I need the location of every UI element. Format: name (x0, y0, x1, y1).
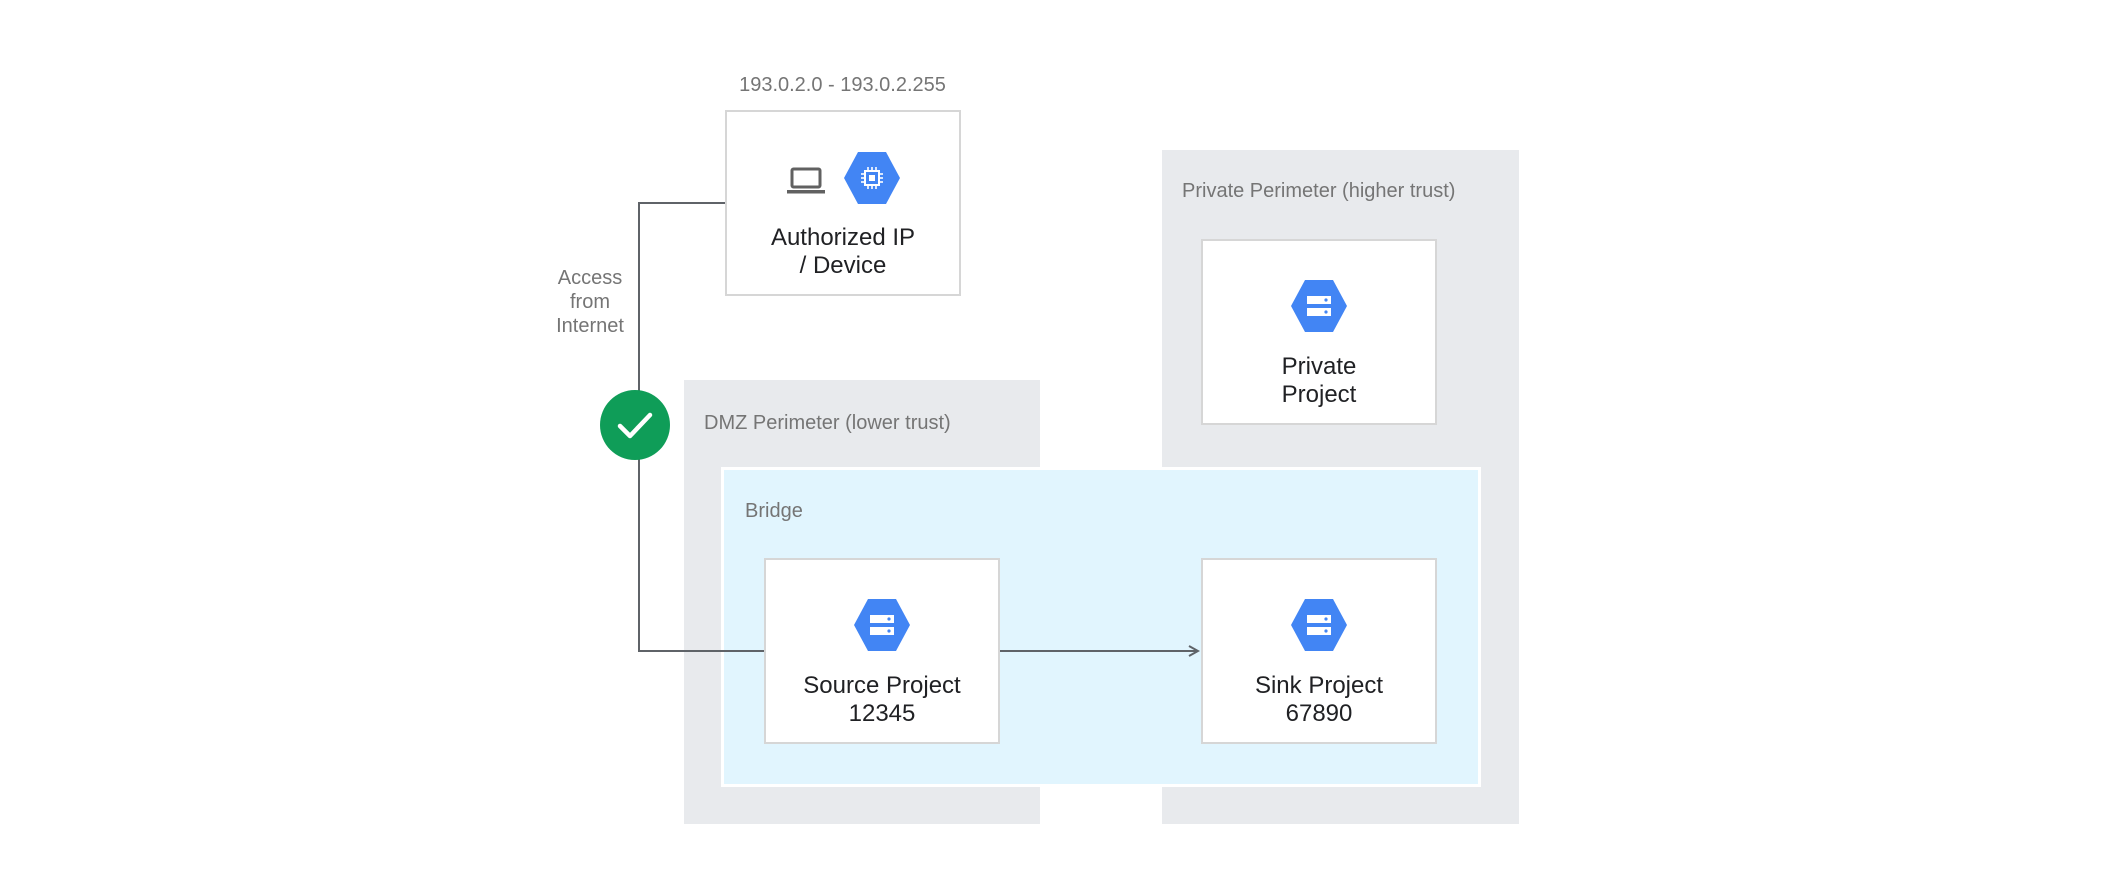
sink-project-line2: 67890 (1285, 700, 1353, 727)
authorized-device-card: Authorized IP / Device (725, 110, 961, 296)
source-project-line2: 12345 (848, 700, 916, 727)
compute-engine-icon (844, 152, 900, 204)
authorized-device-line1: Authorized IP (770, 224, 916, 251)
allowed-check-icon (600, 390, 670, 460)
sink-project-line1: Sink Project (1254, 672, 1384, 699)
storage-icon (1291, 599, 1347, 651)
dmz-perimeter-label: DMZ Perimeter (lower trust) (704, 412, 951, 434)
source-project-card: Source Project 12345 (764, 558, 1000, 744)
private-perimeter-label: Private Perimeter (higher trust) (1182, 180, 1456, 202)
sink-project-card: Sink Project 67890 (1201, 558, 1437, 744)
authorized-device-line2: / Device (799, 252, 887, 279)
private-project-line1: Private (1281, 353, 1357, 380)
private-project-line2: Project (1281, 381, 1357, 408)
storage-icon (1291, 280, 1347, 332)
source-project-line1: Source Project (803, 672, 961, 699)
access-note: Access from Internet (535, 266, 645, 338)
storage-icon (854, 599, 910, 651)
access-note-line1: Access (557, 267, 623, 289)
laptop-icon (787, 167, 825, 194)
access-note-line3: Internet (556, 315, 624, 337)
bridge-label: Bridge (745, 500, 803, 522)
access-note-line2: from (570, 291, 610, 313)
private-project-card: Private Project (1201, 239, 1437, 425)
ip-range-label: 193.0.2.0 - 193.0.2.255 (739, 74, 946, 96)
